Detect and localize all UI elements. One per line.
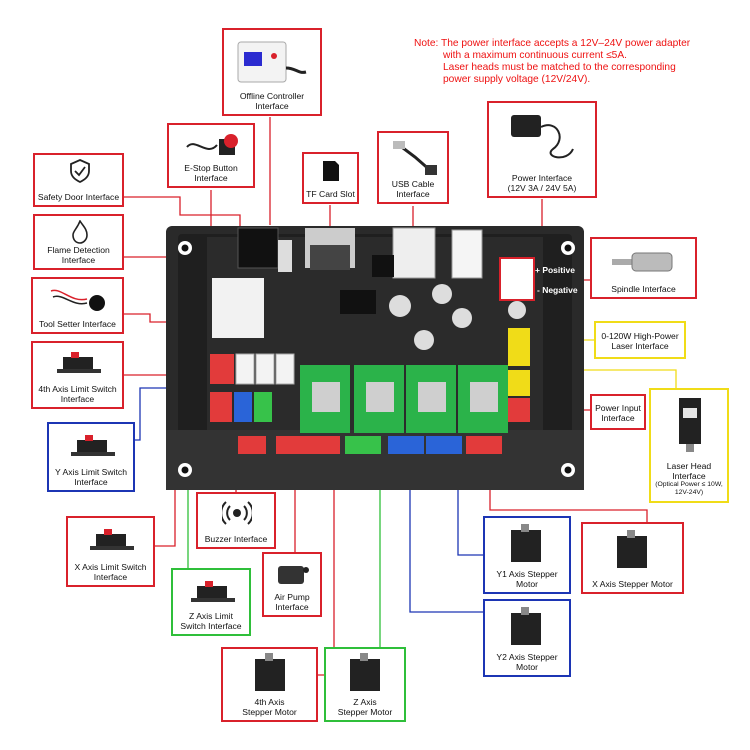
note-line-3: Laser heads must be matched to the corre… <box>443 62 676 73</box>
power-adapter-icon <box>511 115 574 159</box>
z-motor-box: Z Axis Stepper Motor <box>324 647 406 722</box>
y-limit-box: Y Axis Limit Switch Interface <box>47 422 135 492</box>
estop-box: E-Stop Button Interface <box>167 123 255 188</box>
limit-switch-icon <box>90 529 134 550</box>
x-motor-box: X Axis Stepper Motor <box>581 522 684 594</box>
laser-head-icon <box>679 398 701 452</box>
axis4-motor-label: 4th Axis Stepper Motor <box>242 697 297 717</box>
tf-card-label: TF Card Slot <box>306 189 355 199</box>
flame-icon <box>72 220 88 244</box>
tool-setter-icon <box>50 289 105 311</box>
spindle-label: Spindle Interface <box>611 284 676 294</box>
laser-head-title: Laser Head Interface <box>666 461 712 481</box>
spindle-box: Spindle Interface <box>590 237 697 299</box>
usb-cable-icon <box>393 141 437 175</box>
stepper-motor-icon <box>511 524 541 562</box>
y1-motor-label: Y1 Axis Stepper Motor <box>496 569 558 589</box>
air-pump-icon <box>278 566 309 584</box>
laser-head-label: Laser Head Interface (Optical Power ≤ 10… <box>651 461 727 497</box>
note-line-1: Note: The power interface accepts a 12V–… <box>414 38 691 49</box>
offline-controller-label: Offline Controller Interface <box>239 91 305 111</box>
spindle-icon <box>612 252 673 272</box>
buzzer-icon <box>222 501 252 525</box>
note-line-2: with a maximum continuous current ≤5A. <box>443 50 627 61</box>
buzzer-label: Buzzer Interface <box>204 534 268 544</box>
power-input-label: Power Input Interface <box>595 403 641 423</box>
laser-head-sub: (Optical Power ≤ 10W, 12V-24V) <box>655 481 723 496</box>
positive-label: + Positive <box>535 265 575 275</box>
usb-box: USB Cable Interface <box>377 131 449 204</box>
tool-setter-label: Tool Setter Interface <box>39 319 116 329</box>
note-line-4: power supply voltage (12V/24V). <box>443 74 591 85</box>
stepper-motor-icon <box>511 607 541 645</box>
y1-motor-box: Y1 Axis Stepper Motor <box>483 516 571 594</box>
axis4-limit-label: 4th Axis Limit Switch Interface <box>38 384 117 404</box>
z-limit-label: Z Axis Limit Switch Interface <box>180 611 242 631</box>
stepper-drivers <box>300 365 508 433</box>
power-interface-box: Power Interface (12V 3A / 24V 5A) <box>487 101 597 198</box>
y2-motor-label: Y2 Axis Stepper Motor <box>496 652 558 672</box>
power-note: Note: The power interface accepts a 12V–… <box>414 38 744 86</box>
usb-label: USB Cable Interface <box>391 179 435 199</box>
estop-button-icon <box>186 134 238 155</box>
flame-detection-label: Flame Detection Interface <box>47 245 110 265</box>
stepper-motor-icon <box>617 530 647 568</box>
laser-power-label: 0-120W High-Power Laser Interface <box>601 331 679 351</box>
air-pump-label: Air Pump Interface <box>274 592 310 612</box>
safety-door-box: Safety Door Interface <box>33 153 124 207</box>
stepper-motor-icon <box>255 653 285 691</box>
buzzer-box: Buzzer Interface <box>196 492 276 549</box>
stepper-motor-icon <box>350 653 380 691</box>
limit-switch-icon <box>57 352 101 373</box>
limit-switch-icon <box>191 581 235 602</box>
laser-head-box: Laser Head Interface (Optical Power ≤ 10… <box>649 388 729 503</box>
x-limit-box: X Axis Limit Switch Interface <box>66 516 155 587</box>
tf-card-box: TF Card Slot <box>302 152 359 204</box>
axis4-motor-box: 4th Axis Stepper Motor <box>221 647 318 722</box>
power-input-box: Power Input Interface <box>590 394 646 430</box>
x-limit-label: X Axis Limit Switch Interface <box>74 562 147 582</box>
controller-device-icon <box>237 41 307 83</box>
negative-label: - Negative <box>537 285 578 295</box>
z-limit-box: Z Axis Limit Switch Interface <box>171 568 251 636</box>
flame-detection-box: Flame Detection Interface <box>33 214 124 270</box>
safety-door-label: Safety Door Interface <box>37 192 120 202</box>
limit-switch-icon <box>71 435 115 456</box>
x-motor-label: X Axis Stepper Motor <box>592 579 673 589</box>
axis4-limit-box: 4th Axis Limit Switch Interface <box>31 341 124 409</box>
y-limit-label: Y Axis Limit Switch Interface <box>55 467 127 487</box>
tool-setter-box: Tool Setter Interface <box>31 277 124 334</box>
y2-motor-box: Y2 Axis Stepper Motor <box>483 599 571 677</box>
z-motor-label: Z Axis Stepper Motor <box>337 697 393 717</box>
sd-card-icon <box>323 161 339 181</box>
power-interface-label: Power Interface (12V 3A / 24V 5A) <box>507 173 577 193</box>
shield-check-icon <box>70 159 90 183</box>
estop-label: E-Stop Button Interface <box>184 163 238 183</box>
air-pump-box: Air Pump Interface <box>262 552 322 617</box>
offline-controller-box: Offline Controller Interface <box>222 28 322 116</box>
laser-power-box: 0-120W High-Power Laser Interface <box>594 321 686 359</box>
